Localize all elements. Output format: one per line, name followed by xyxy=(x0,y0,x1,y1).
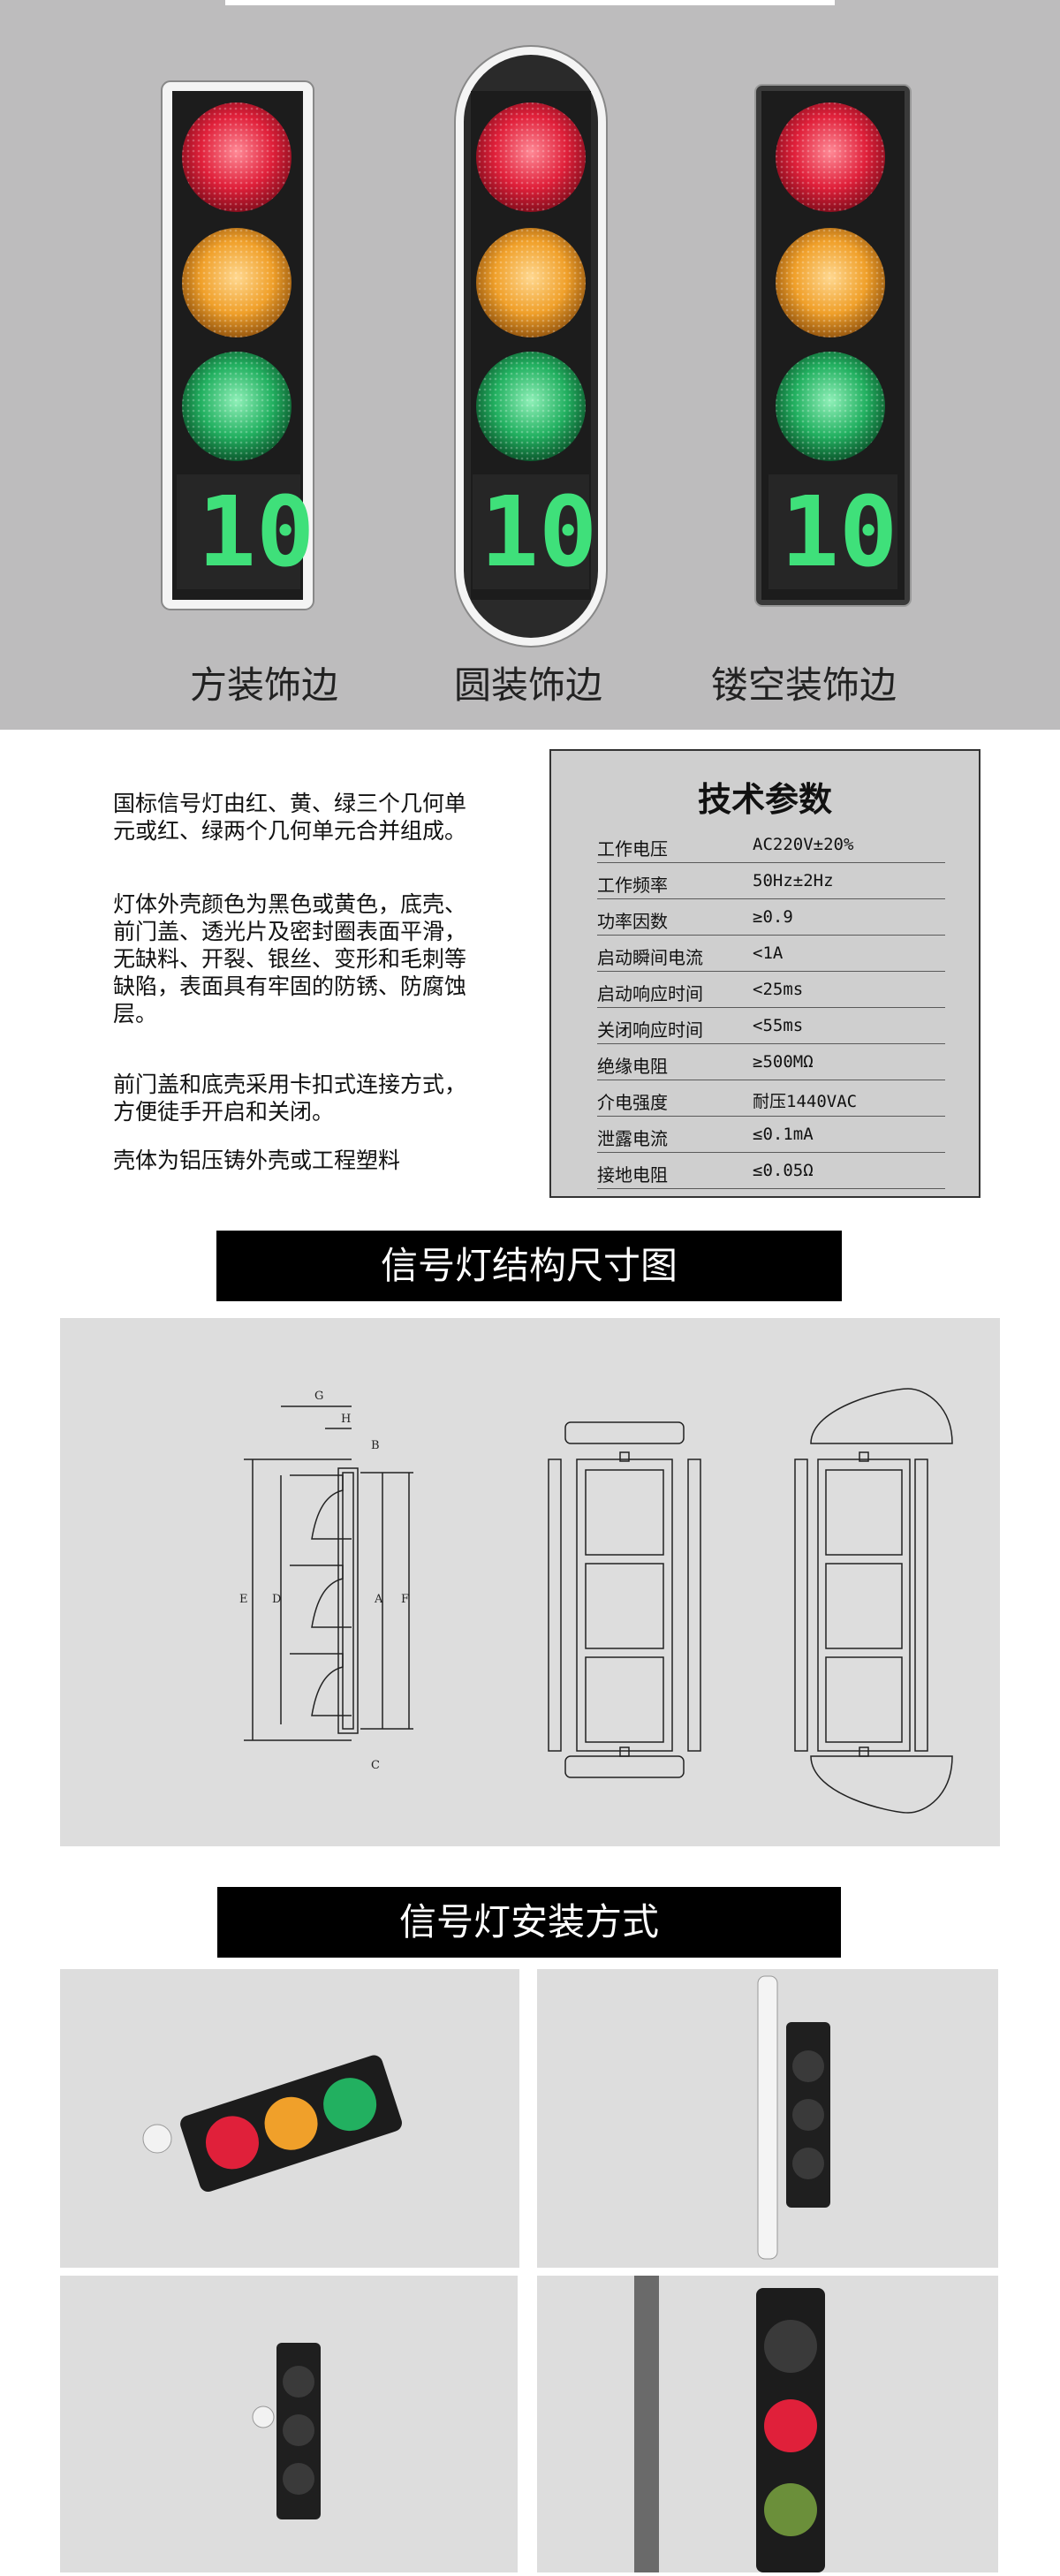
clamp-mount-illustration xyxy=(252,2343,321,2519)
spec-value: AC220V±20% xyxy=(753,835,854,854)
spec-key: 工作频率 xyxy=(597,875,668,896)
post-mount-illustration xyxy=(634,2276,825,2572)
spec-row: 工作电压 AC220V±20% xyxy=(597,826,945,863)
spec-table: 技术参数 工作电压 AC220V±20% 工作频率 50Hz±2Hz 功率因数 ≥0.… xyxy=(549,749,980,1198)
caption-square-trim: 方装饰边 xyxy=(189,663,338,707)
install-photo-horizontal xyxy=(60,1969,519,2268)
spec-row: 关闭响应时间 <55ms xyxy=(597,1007,945,1044)
spec-key: 介电强度 xyxy=(597,1092,668,1113)
spec-value: ≥0.9 xyxy=(753,907,793,927)
spec-key: 绝缘电阻 xyxy=(597,1056,668,1077)
description-paragraph-2: 灯体外壳颜色为黑色或黄色，底壳、前门盖、透光片及密封圈表面平滑，无缺料、开裂、银… xyxy=(113,891,467,1027)
dim-label-c: C xyxy=(371,1759,380,1772)
spec-row: 绝缘电阻 ≥500MΩ xyxy=(597,1043,945,1080)
caption-hollow-trim: 镂空装饰边 xyxy=(710,663,897,707)
dim-label-a: A xyxy=(374,1593,383,1606)
spec-key: 启动瞬间电流 xyxy=(597,947,703,968)
dim-label-b: B xyxy=(371,1439,380,1452)
spec-row: 工作频率 50Hz±2Hz xyxy=(597,862,945,899)
spec-key: 工作电压 xyxy=(597,838,668,860)
countdown-display: 10 xyxy=(198,475,314,588)
spec-row: 启动响应时间 <25ms xyxy=(597,971,945,1008)
section-banner-installation: 信号灯安装方式 xyxy=(217,1887,841,1958)
section-banner-dimensions: 信号灯结构尺寸图 xyxy=(216,1231,842,1301)
dimension-drawing-panel: G H B E D A F C xyxy=(60,1318,1000,1846)
horizontal-mount-illustration xyxy=(142,2055,402,2193)
spec-value: 50Hz±2Hz xyxy=(753,871,834,890)
dim-label-g: G xyxy=(314,1390,323,1403)
spec-row: 泄露电流 ≤0.1mA xyxy=(597,1116,945,1153)
spec-row: 功率因数 ≥0.9 xyxy=(597,898,945,936)
install-photo-post xyxy=(537,2276,998,2572)
countdown-display: 10 xyxy=(481,475,597,588)
spec-key: 接地电阻 xyxy=(597,1164,668,1186)
signal-hollow-trim: 10 xyxy=(754,84,912,607)
spec-row: 启动瞬间电流 <1A xyxy=(597,935,945,972)
spec-value: <55ms xyxy=(753,1016,804,1035)
description-paragraph-3: 前门盖和底壳采用卡扣式连接方式，方便徒手开启和关闭。 xyxy=(113,1072,467,1125)
dim-label-f: F xyxy=(401,1593,409,1606)
spec-row: 介电强度 耐压1440VAC xyxy=(597,1080,945,1117)
dim-label-h: H xyxy=(341,1413,351,1426)
spec-value: <1A xyxy=(753,943,784,963)
spec-row: 接地电阻 ≤0.05Ω xyxy=(597,1152,945,1189)
dimension-drawing: G H B E D A F C xyxy=(239,1388,953,1814)
spec-value: <25ms xyxy=(753,980,804,999)
spec-key: 泄露电流 xyxy=(597,1128,668,1149)
spec-key: 功率因数 xyxy=(597,911,668,932)
spec-value: 耐压1440VAC xyxy=(753,1092,858,1111)
signal-variants-illustration: 10 10 10 xyxy=(161,45,912,648)
spec-key: 启动响应时间 xyxy=(597,983,703,1004)
countdown-display: 10 xyxy=(781,475,897,588)
caption-round-trim: 圆装饰边 xyxy=(453,663,602,707)
spec-value: ≤0.1mA xyxy=(753,1125,814,1144)
signal-square-trim: 10 xyxy=(161,80,314,610)
spec-title: 技术参数 xyxy=(697,780,832,819)
signal-round-trim: 10 xyxy=(454,45,608,648)
product-hero: 10 10 10 方装饰 xyxy=(0,0,1060,730)
description-paragraph-1: 国标信号灯由红、黄、绿三个几何单元或红、绿两个几何单元合并组成。 xyxy=(113,791,467,844)
spec-value: ≥500MΩ xyxy=(753,1052,814,1072)
spec-key: 关闭响应时间 xyxy=(597,1019,703,1041)
install-photo-pole-side xyxy=(537,1969,998,2268)
dim-label-e: E xyxy=(239,1593,248,1606)
install-photo-clamp xyxy=(60,2276,518,2572)
top-divider xyxy=(225,0,835,5)
dim-label-d: D xyxy=(272,1593,281,1606)
pole-side-mount-illustration xyxy=(757,1975,830,2260)
spec-value: ≤0.05Ω xyxy=(753,1161,814,1180)
description-paragraph-4: 壳体为铝压铸外壳或工程塑料 xyxy=(113,1148,401,1173)
